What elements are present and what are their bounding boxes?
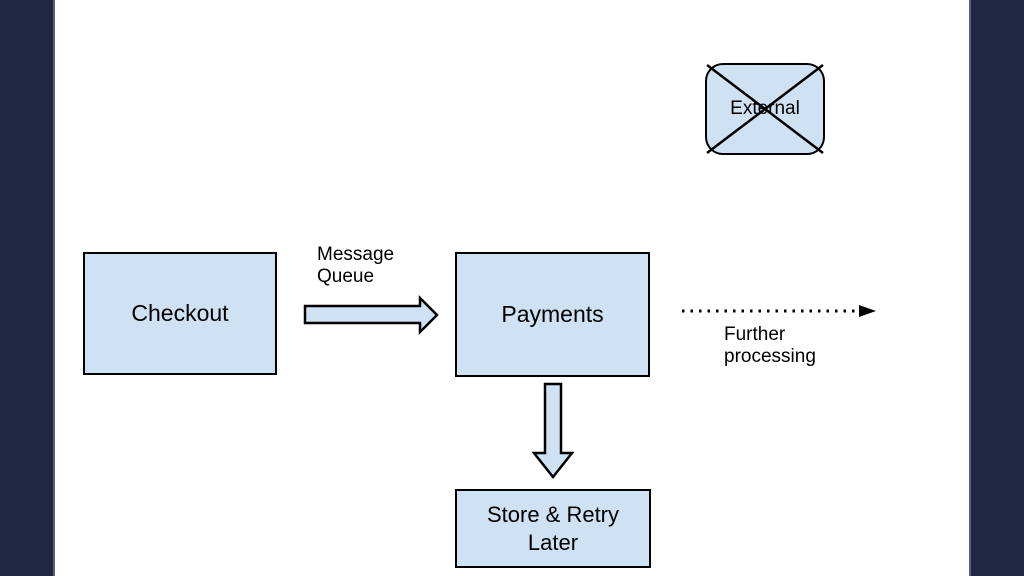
store-retry-later-node-label: Store & Retry Later — [486, 502, 620, 555]
left-sidebar-decoration — [0, 0, 55, 576]
store-retry-later-node: Store & Retry Later — [455, 489, 651, 568]
checkout-node: Checkout — [83, 252, 277, 375]
further-processing-label: Further processing — [724, 324, 816, 367]
payments-node: Payments — [455, 252, 650, 377]
checkout-node-label: Checkout — [131, 300, 229, 327]
message-queue-label: Message Queue — [317, 244, 395, 287]
right-sidebar-decoration — [969, 0, 1024, 576]
payments-node-label: Payments — [501, 301, 604, 328]
down-block-arrow — [531, 382, 575, 480]
external-node: External — [705, 63, 825, 155]
right-block-arrow — [303, 294, 439, 336]
external-node-label: External — [730, 98, 800, 120]
dotted-arrow — [682, 305, 876, 317]
